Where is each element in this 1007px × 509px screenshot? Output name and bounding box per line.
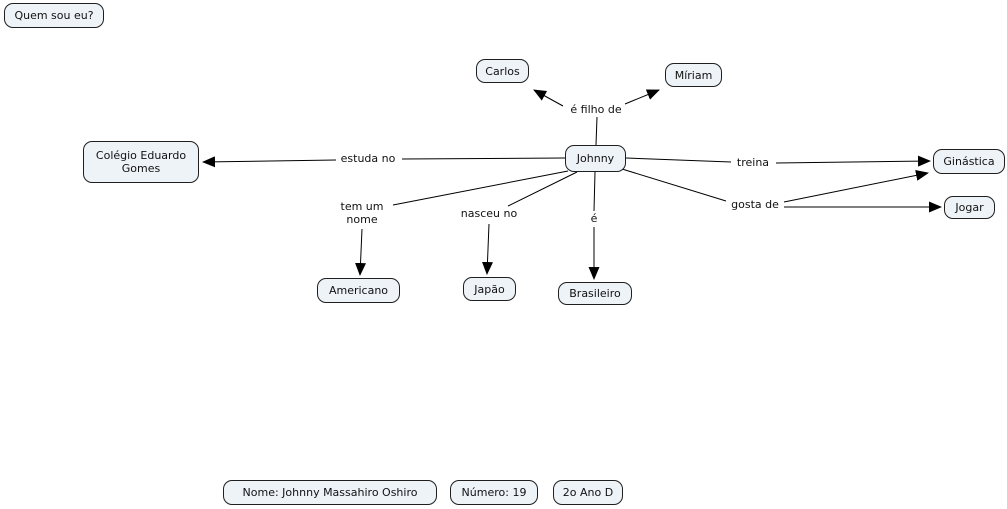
concept-node-brasileiro[interactable]: Brasileiro (558, 282, 632, 305)
footer-node-numero[interactable]: Número: 19 (450, 480, 538, 505)
concept-node-miriam[interactable]: Míriam (665, 63, 722, 87)
concept-node-johnny[interactable]: Johnny (565, 145, 626, 172)
link-label-e[interactable]: é (590, 212, 598, 225)
concept-node-colegio-eduardo-gomes[interactable]: Colégio Eduardo Gomes (83, 141, 199, 183)
title-node-quem-sou-eu[interactable]: Quem sou eu? (4, 3, 104, 28)
link-label-estuda-no[interactable]: estuda no (340, 152, 396, 165)
concept-node-carlos[interactable]: Carlos (476, 59, 529, 83)
concept-node-americano[interactable]: Americano (317, 278, 400, 303)
link-label-treina[interactable]: treina (736, 156, 770, 169)
link-label-e-filho-de[interactable]: é filho de (570, 103, 622, 116)
concept-node-japao[interactable]: Japão (463, 277, 516, 301)
link-label-nasceu-no[interactable]: nasceu no (460, 207, 518, 220)
footer-node-nome[interactable]: Nome: Johnny Massahiro Oshiro (223, 480, 437, 505)
link-label-gosta-de[interactable]: gosta de (731, 198, 779, 211)
concept-node-jogar[interactable]: Jogar (944, 196, 995, 219)
footer-node-turma[interactable]: 2o Ano D (553, 480, 623, 505)
concept-node-ginastica[interactable]: Ginástica (933, 149, 1005, 174)
link-label-tem-um-nome[interactable]: tem um nome (340, 200, 384, 226)
